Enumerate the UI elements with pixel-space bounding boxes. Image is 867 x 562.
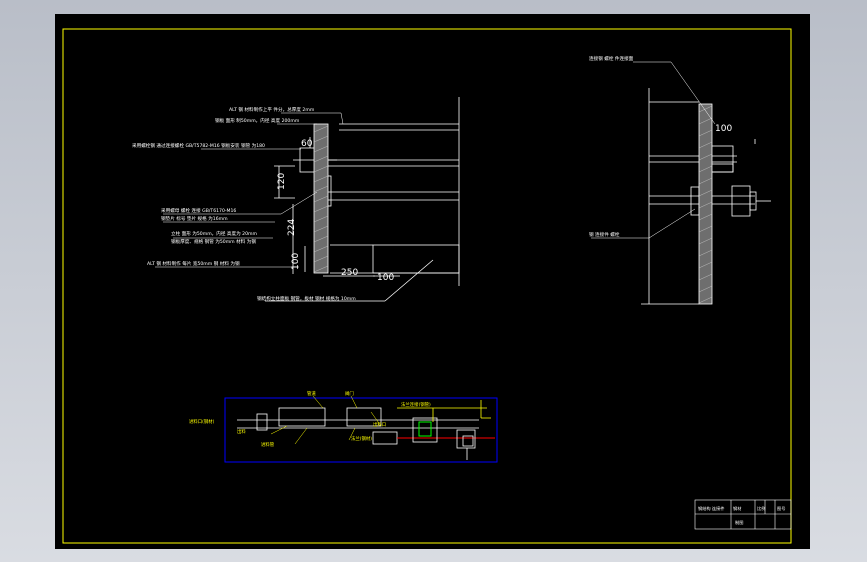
label-valve: 阀门 (345, 390, 354, 397)
label-discharge: 出料口 (373, 421, 386, 428)
note-plate-thickness: 钢板厚度、规格 钢管 为50mm 材料 为钢 (171, 238, 256, 245)
note-bolt-connection: 采用螺栓钢 通过连接螺栓 GB/T5782-M16 钢板安装 钢管 为180 (132, 142, 265, 149)
schematic-frame (224, 397, 498, 463)
drawing-sheet: 60 120 224 100 250 100 ALT 钢 材料制作上平 件分，总… (55, 14, 810, 549)
title-block (694, 499, 792, 530)
drawing-border (62, 28, 792, 544)
label-flange-connection: 法兰连接(钢管) (401, 401, 431, 408)
side-hatched-plate (698, 103, 713, 305)
note-column-panel: 钢结构立柱面板 钢管，板材 钢材 规格为 10mm (257, 295, 356, 302)
title-block-material: 钢材 (733, 505, 741, 512)
dim-120: 120 (277, 173, 287, 190)
dim-60: 60 (301, 139, 313, 149)
side-hatch-lines (698, 105, 713, 304)
note-nut-bolt: 采用螺母 螺栓 连接 GB/T6170-M16 (161, 207, 236, 214)
title-block-drawn: 制图 (735, 519, 743, 526)
label-inlet: 进料口(钢材) (189, 418, 215, 425)
drawing-canvas[interactable]: 60 120 224 100 250 100 ALT 钢 材料制作上平 件分，总… (55, 14, 810, 549)
note-top-plate: ALT 钢 材料制作上平 件分，总厚度 2mm (229, 106, 315, 113)
side-note-bottom: 钢 连接件 螺栓 (589, 231, 620, 238)
title-block-name: 钢结构 连接件 (698, 505, 724, 512)
note-washer: 钢垫片 标号 垫片 规格 为16mm (161, 215, 228, 222)
hatched-plate (313, 123, 329, 274)
label-flange: 法兰(钢材) (351, 435, 372, 442)
note-plate-size: 钢板 面形 制50mm，内径 高度 200mm (215, 117, 300, 124)
note-bottom-plate: ALT 钢 材料制作 每片 宽50mm 钢 材料 为钢 (147, 260, 240, 267)
dim-224: 224 (287, 219, 297, 236)
side-leaders (591, 61, 716, 239)
schematic-leaders (270, 395, 382, 445)
label-outlet: 出料 (237, 428, 246, 435)
side-dim-100: 100 (715, 124, 732, 134)
dim-100-vertical: 100 (291, 253, 301, 270)
schematic-lines (237, 400, 495, 460)
label-feed-pipe: 进料管 (261, 441, 275, 448)
plate-hatch-lines (313, 125, 329, 273)
dim-100-horizontal: 100 (377, 273, 394, 283)
title-block-scale: 比例 (757, 505, 765, 512)
side-note-top: 连接钢 螺栓 件连接面 (589, 55, 634, 62)
note-column-face: 立柱 面形 为50mm，内径 高度为 20mm (171, 230, 257, 237)
dim-250: 250 (341, 268, 358, 278)
title-block-number: 图号 (777, 506, 785, 512)
section-leaders (155, 112, 344, 268)
label-pipe: 管道 (307, 390, 316, 397)
